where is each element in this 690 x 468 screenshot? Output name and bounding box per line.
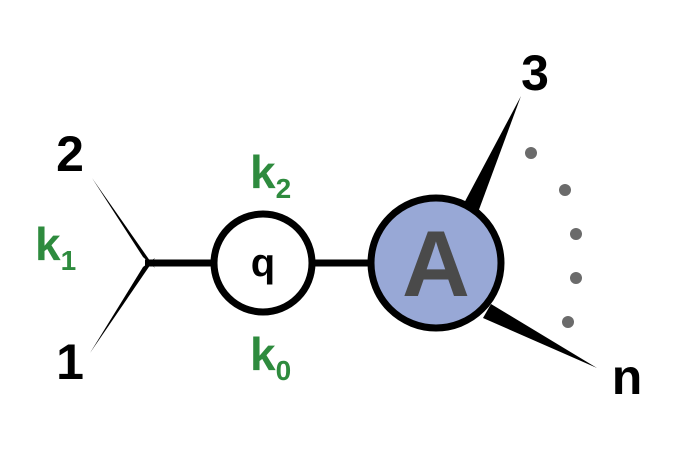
ellipsis-dot [562, 316, 574, 328]
leg-n-wedge [483, 304, 597, 368]
ellipsis-dot [525, 147, 537, 159]
momentum-label-k0: k0 [250, 328, 291, 386]
leg-label-3: 3 [521, 45, 549, 101]
propagator-circle [210, 210, 316, 316]
propagator-label: q [251, 241, 275, 285]
momentum-k1-sub: 1 [61, 245, 77, 276]
momentum-k2-sub: 2 [276, 173, 292, 204]
leg-label-2: 2 [56, 126, 84, 182]
leg-label-n: n [612, 349, 643, 405]
momentum-label-k2: k2 [250, 146, 291, 204]
amplitude-label: A [402, 211, 470, 316]
ellipsis-dot [559, 184, 571, 196]
amplitude-blob [367, 194, 505, 332]
momentum-label-k1: k1 [35, 218, 76, 276]
leg-1-wedge [90, 258, 155, 353]
ellipsis-dot [570, 272, 582, 284]
momentum-k2-base: k [250, 146, 276, 198]
ellipsis-dot [570, 228, 582, 240]
momentum-k1-base: k [35, 218, 61, 270]
leg-3-wedge [462, 96, 521, 215]
leg-label-1: 1 [56, 334, 84, 390]
momentum-k0-base: k [250, 328, 276, 380]
leg-2-wedge [92, 178, 155, 268]
momentum-k0-sub: 0 [276, 355, 292, 386]
